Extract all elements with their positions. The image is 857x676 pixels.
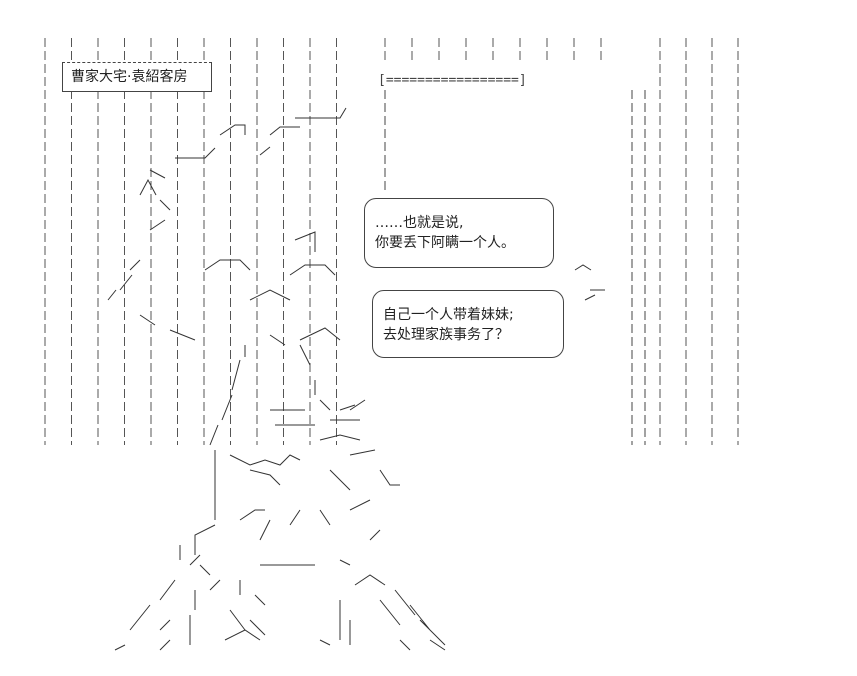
speech-line: 自己一个人带着妹妹; xyxy=(383,307,514,323)
wall-pattern xyxy=(44,38,739,445)
door-lintel: [=================] xyxy=(378,73,527,88)
speech-bubble-2: 自己一个人带着妹妹; 去处理家族事务了？ xyxy=(372,290,564,358)
speech-line: ……也就是说, xyxy=(375,215,464,231)
speech-bubble-1: ……也就是说, 你要丢下阿瞒一个人。 xyxy=(364,198,554,268)
location-caption: 曹家大宅·袁紹客房 xyxy=(62,62,212,92)
speech-line: 去处理家族事务了？ xyxy=(383,327,509,343)
character-figure xyxy=(107,107,605,651)
speech-line: 你要丢下阿瞒一个人。 xyxy=(375,235,515,251)
door-frame: [=================] xyxy=(378,73,646,445)
